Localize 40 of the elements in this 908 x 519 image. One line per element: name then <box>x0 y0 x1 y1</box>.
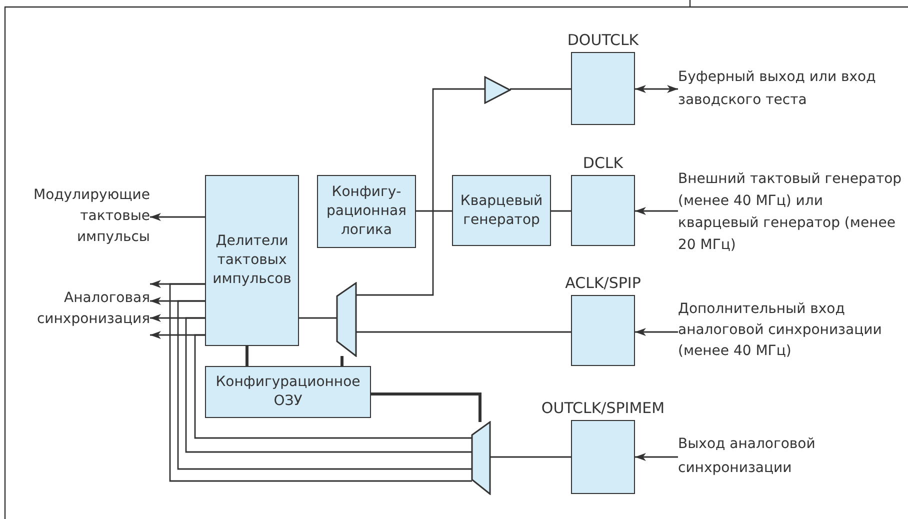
connector-line <box>416 210 452 212</box>
connector-line <box>299 317 337 319</box>
connector-line <box>356 88 485 296</box>
annotation-text: Модулирующие тактовые импульсы <box>10 183 150 249</box>
connector-line <box>490 456 571 458</box>
arrow <box>635 207 678 215</box>
multiplexer-symbol <box>336 282 357 357</box>
annotation-text: Аналоговая синхронизация <box>10 278 150 340</box>
connector-line <box>246 346 248 366</box>
buffer-symbol <box>484 76 511 104</box>
pin-label: OUTCLK/SPIMEM <box>541 399 665 417</box>
connector-line <box>185 317 472 453</box>
connector-line <box>177 300 472 470</box>
arrow <box>150 213 205 221</box>
function-block <box>205 366 371 418</box>
annotation-text: Выход аналоговой синхронизации <box>678 430 878 482</box>
annotation-text: Дополнительный вход аналоговой синхронизации (менее 40 МГц) <box>678 296 904 364</box>
pin-label: ACLK/SPIP <box>565 274 641 292</box>
block-label: Конфигурационное ОЗУ <box>214 373 362 411</box>
connector-line <box>551 210 571 212</box>
connector-line <box>371 392 482 422</box>
function-block <box>205 175 299 346</box>
function-block <box>317 175 416 248</box>
arrow <box>635 328 678 336</box>
connector-line <box>356 331 571 333</box>
connector-line <box>510 88 571 90</box>
block-label: Кварцевый генератор <box>459 192 544 230</box>
function-block <box>452 175 551 246</box>
block-label: Конфигу- рационная логика <box>326 183 408 240</box>
connector-line <box>340 356 344 366</box>
annotation-text: Внешний тактовый генератор (менее 40 МГц) или кварцевый генератор (менее 20 МГц) <box>678 166 904 258</box>
connector-line <box>194 334 472 439</box>
arrow <box>635 453 678 461</box>
multiplexer-symbol <box>471 421 491 495</box>
block-label: Делители тактовых импульсов <box>212 232 292 289</box>
pin-label: DOUTCLK <box>567 31 639 49</box>
connector-line <box>169 283 472 482</box>
pin-label: DCLK <box>582 154 624 172</box>
arrow <box>635 85 678 93</box>
annotation-text: Буферный выход или вход заводского теста <box>678 52 878 125</box>
